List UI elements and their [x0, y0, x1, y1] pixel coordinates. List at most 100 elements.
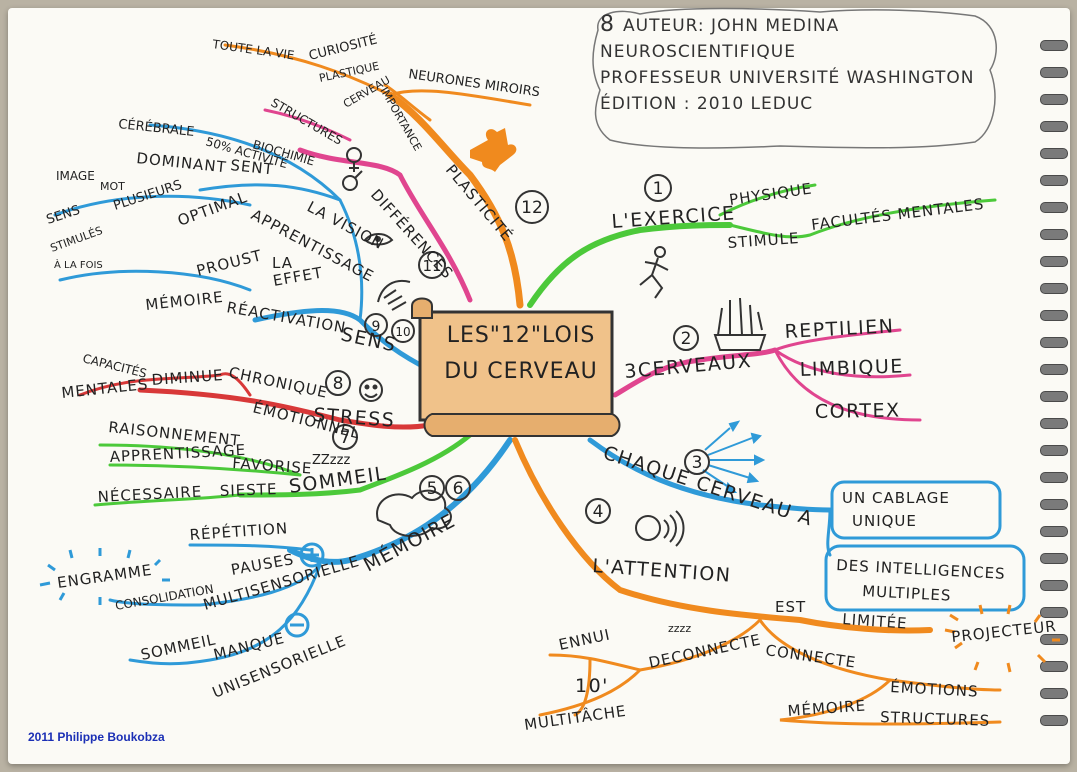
spiral-ring	[1040, 526, 1068, 537]
info-cloud-outline	[592, 7, 997, 149]
branch-3-intel-1: DES INTELLIGENCES	[836, 556, 1006, 583]
branch-7-sub-line	[98, 443, 302, 477]
branch-12-sub-line	[223, 43, 392, 97]
branch-8-emotionnel: ÉMOTIONNEL	[251, 397, 362, 442]
branch-2-limbique: LIMBIQUE	[799, 355, 904, 381]
spiral-ring	[1040, 337, 1068, 348]
branch-56-sommeil: SOMMEIL	[139, 630, 218, 664]
branch-910-mot: MOT	[100, 180, 125, 193]
spiral-ring	[1040, 229, 1068, 240]
smiley-icon	[359, 378, 383, 402]
branch-12-title: PLASTICITÉ	[442, 160, 517, 245]
branch-910-sent: SENT	[230, 156, 275, 178]
num-circle-7	[332, 424, 358, 450]
spiral-ring	[1040, 94, 1068, 105]
spiral-ring	[1040, 202, 1068, 213]
head-icon	[635, 510, 685, 547]
info-job-1: NEUROSCIENTIFIQUE	[600, 42, 796, 62]
spiral-ring	[1040, 121, 1068, 132]
spiral-ring	[1040, 445, 1068, 456]
branch-910-title: SENS	[339, 323, 399, 356]
spiral-ring	[1040, 256, 1068, 267]
center-title: LES"12"LOIS DU CERVEAU	[430, 318, 612, 390]
branch-56-consolidation: CONSOLIDATION	[114, 582, 215, 613]
branch-910-proust: PROUST	[195, 246, 264, 280]
branch-12-sub-line	[383, 83, 432, 122]
branch-910-la: LA	[272, 254, 293, 272]
spiral-ring	[1040, 715, 1068, 726]
branch-2-reptilien: REPTILIEN	[784, 315, 895, 343]
spiral-ring	[1040, 472, 1068, 483]
branch-910-image: IMAGE	[56, 169, 95, 183]
center-title-line-1: LES"12"LOIS	[446, 323, 596, 348]
num-circle-3	[684, 449, 710, 475]
branch-56-line	[287, 437, 513, 565]
hand-icon	[713, 297, 767, 351]
num-circle-4	[585, 498, 611, 524]
branch-910-reactivation: RÉACTIVATION	[225, 297, 347, 337]
num-label-8: 8	[333, 374, 344, 394]
branch-4-projecteur: PROJECTEUR	[951, 617, 1058, 646]
center-title-line-2: DU CERVEAU	[444, 359, 598, 384]
num-label-1: 1	[653, 179, 664, 199]
num-circle-5	[419, 475, 445, 501]
branch-4-memoire: MÉMOIRE	[787, 696, 867, 720]
num-label-6: 6	[453, 479, 464, 499]
spiral-ring	[1040, 364, 1068, 375]
cablage-box	[830, 480, 1002, 540]
branch-910-stimules: STIMULÉS	[49, 224, 105, 255]
branch-3-cablage-2: UNIQUE	[852, 512, 917, 530]
num-label-9: 9	[372, 319, 381, 335]
num-label-7: 7	[340, 428, 351, 448]
branch-4-zzz: zzzz	[668, 622, 691, 635]
branch-4-sub-line	[573, 658, 592, 717]
branch-7-sub-line	[108, 463, 302, 477]
branch-1-sub-line	[728, 198, 997, 239]
num-label-3: 3	[692, 453, 703, 473]
puzzle-piece-icon	[470, 128, 517, 172]
eye-icon	[363, 233, 394, 246]
branch-4-sub-line	[779, 678, 1002, 726]
branch-1-facultes: FACULTÉS MENTALES	[810, 194, 985, 234]
branch-7-zzz: ZZzzz	[312, 453, 350, 468]
branch-8-chronique: CHRONIQUE	[227, 363, 329, 402]
branch-1-title: L'EXERCICE	[611, 202, 736, 233]
branch-56-repetition: RÉPÉTITION	[189, 518, 289, 544]
branch-56-title: MÉMOIRE	[360, 509, 460, 577]
minus-icon	[284, 612, 310, 638]
spiral-ring	[1040, 688, 1068, 699]
plus-icon	[299, 542, 325, 568]
spiral-ring	[1040, 310, 1068, 321]
branch-2-line	[612, 347, 778, 398]
branch-910-cerebrale: CÉRÉBRALE	[118, 116, 196, 140]
branch-2-sub-line	[773, 328, 902, 352]
info-author: AUTEUR: JOHN MEDINA	[623, 16, 840, 36]
num-circle-1	[644, 174, 672, 202]
num-circle-11	[418, 251, 446, 279]
branch-8-mentales: MENTALES	[61, 375, 150, 402]
branch-7-sieste: SIESTE	[220, 480, 278, 500]
num-label-10: 10	[395, 325, 410, 339]
branch-56-sub-line	[188, 543, 312, 552]
spiral-ring	[1040, 607, 1068, 618]
spiral-ring	[1040, 175, 1068, 186]
num-circle-8	[325, 370, 351, 396]
branch-910-alafois: À LA FOIS	[54, 258, 103, 271]
branch-1-line	[527, 222, 733, 308]
branch-4-emotions: ÉMOTIONS	[890, 677, 979, 701]
branch-3-line	[587, 437, 833, 513]
branch-910-dominant: DOMINANT	[136, 149, 228, 176]
branch-4-est: EST	[775, 598, 806, 616]
branch-4-deconnecte: DECONNECTE	[647, 631, 763, 672]
spiral-ring	[1040, 418, 1068, 429]
branch-4-connecte: CONNECTE	[764, 641, 857, 672]
branch-3-cablage-1: UN CABLAGE	[842, 489, 950, 507]
branch-11-structures: STRUCTURES	[269, 95, 345, 147]
num-label-11: 11	[422, 257, 441, 275]
branch-12-line	[386, 91, 524, 309]
branch-4-limitee: LIMITÉE	[842, 609, 908, 633]
num-label-2: 2	[681, 329, 692, 349]
